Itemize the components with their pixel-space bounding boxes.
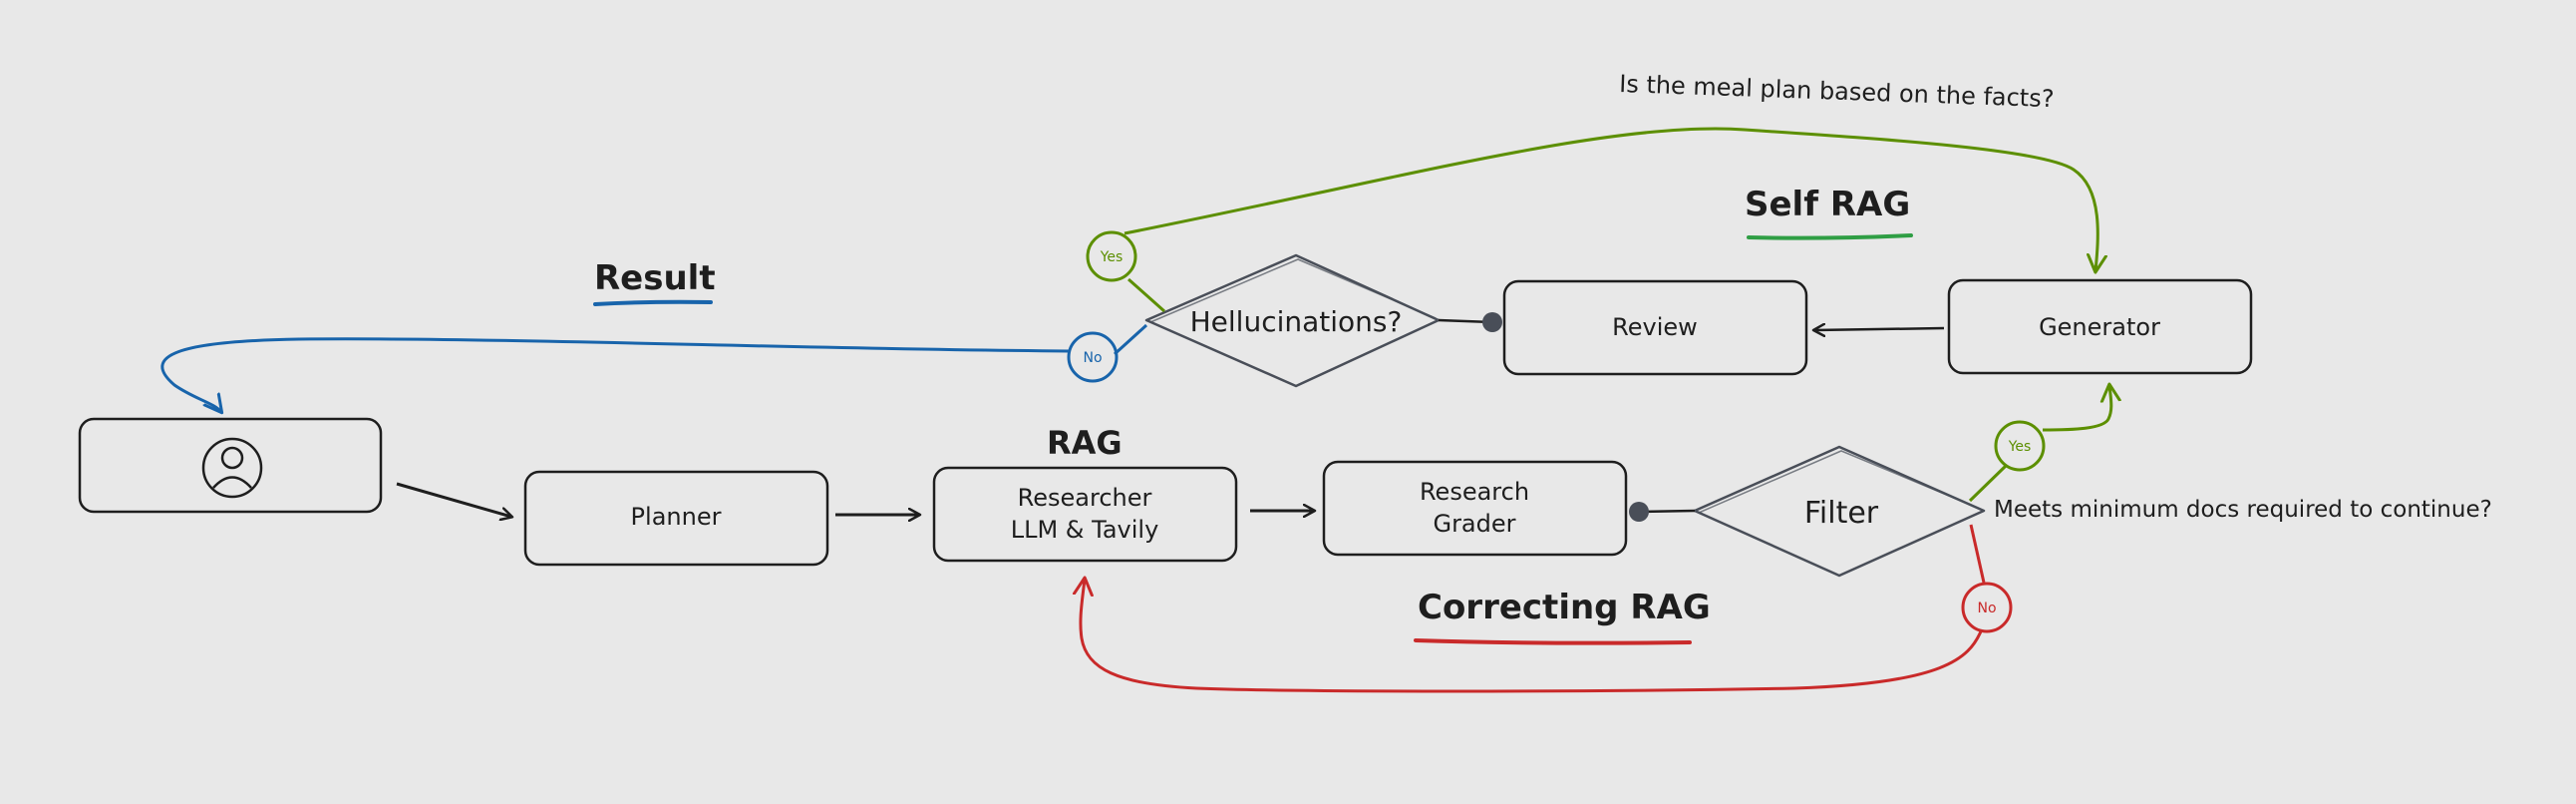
- hallucination-yes-badge: Yes: [1086, 230, 1137, 282]
- hallucination-no-connector: [1113, 323, 1148, 356]
- hallucination-yes-connector: [1127, 277, 1165, 313]
- filter-yes-connector: [1968, 464, 2008, 503]
- filter-yes-badge: Yes: [1994, 420, 2046, 472]
- svg-text:Yes: Yes: [1100, 249, 1124, 265]
- generator-label: Generator: [2039, 313, 2160, 341]
- svg-text:No: No: [1083, 350, 1102, 366]
- self-rag-loop-arrow: [1124, 127, 2097, 271]
- generator-node[interactable]: Generator: [1947, 278, 2253, 375]
- correcting-rag-underline: [1414, 638, 1692, 645]
- result-heading: Result: [594, 258, 716, 298]
- result-underline: [593, 299, 713, 306]
- filter-to-generator-arrow: [2042, 385, 2111, 432]
- review-node[interactable]: Review: [1502, 279, 1808, 376]
- user-to-planner-arrow: [396, 482, 511, 517]
- rag-heading: RAG: [1047, 424, 1123, 462]
- svg-text:Yes: Yes: [2008, 439, 2032, 455]
- research-grader-node[interactable]: Research Grader: [1322, 460, 1628, 557]
- filter-no-badge: No: [1961, 582, 2013, 633]
- filter-node[interactable]: Filter: [1693, 445, 1986, 578]
- min-docs-question: Meets minimum docs required to continue?: [1994, 497, 2492, 523]
- self-rag-heading: Self RAG: [1745, 185, 1910, 224]
- research-grader-label-line2: Grader: [1433, 510, 1515, 538]
- generator-to-review-arrow: [1814, 328, 1945, 330]
- planner-label: Planner: [631, 503, 722, 531]
- research-grader-label-line1: Research: [1420, 478, 1529, 506]
- self-rag-underline: [1747, 233, 1913, 240]
- user-node[interactable]: [78, 417, 383, 514]
- result-loop-arrow: [161, 337, 1070, 412]
- review-label: Review: [1612, 313, 1698, 341]
- review-connector-dot: [1482, 312, 1502, 332]
- correcting-loop-arrow: [1081, 579, 1983, 693]
- hallucination-no-badge: No: [1067, 331, 1119, 383]
- grader-connector-dot: [1629, 502, 1649, 522]
- hallucinations-node[interactable]: Hellucinations?: [1144, 253, 1441, 388]
- filter-no-connector: [1969, 524, 1986, 584]
- svg-text:No: No: [1977, 601, 1996, 616]
- planner-node[interactable]: Planner: [523, 470, 829, 567]
- filter-label: Filter: [1804, 496, 1879, 531]
- hallucinations-label: Hellucinations?: [1190, 305, 1403, 338]
- researcher-label-line1: Researcher: [1018, 484, 1152, 512]
- meal-plan-question: Is the meal plan based on the facts?: [1619, 70, 2055, 113]
- correcting-rag-heading: Correcting RAG: [1418, 588, 1711, 627]
- researcher-label-line2: LLM & Tavily: [1011, 516, 1159, 544]
- user-circle-icon: [201, 437, 263, 499]
- researcher-node[interactable]: Researcher LLM & Tavily: [932, 466, 1238, 563]
